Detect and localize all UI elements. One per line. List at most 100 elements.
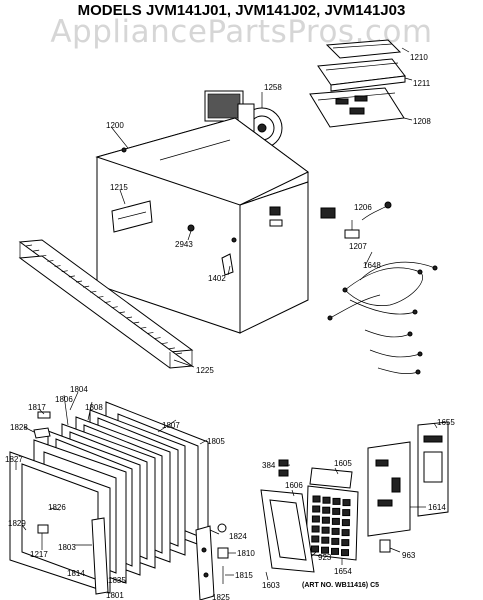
grille-slat xyxy=(111,306,118,309)
grille-slat xyxy=(140,326,147,329)
label-1225[interactable]: 1225 xyxy=(196,366,214,375)
keypad-key xyxy=(311,515,320,523)
grille-slat xyxy=(125,316,133,319)
grille-slat xyxy=(161,342,168,345)
label-2943[interactable]: 2943 xyxy=(175,240,193,249)
grille-slat xyxy=(90,290,97,293)
keypad-key xyxy=(331,547,339,555)
label-1817[interactable]: 1817 xyxy=(28,403,46,412)
label-1815[interactable]: 1815 xyxy=(235,571,253,580)
keypad-key xyxy=(331,537,340,545)
part-1827-door-outer[interactable] xyxy=(9,451,111,594)
part-384-relay[interactable] xyxy=(278,459,289,477)
part-1211-tray[interactable] xyxy=(317,58,406,92)
keypad-key xyxy=(331,527,340,535)
label-1614[interactable]: 1614 xyxy=(428,503,446,512)
label-963[interactable]: 963 xyxy=(402,551,416,560)
part-1648-wire-harness[interactable] xyxy=(327,261,438,375)
label-1215[interactable]: 1215 xyxy=(110,183,128,192)
keypad-key xyxy=(322,506,331,514)
label-1217[interactable]: 1217 xyxy=(30,550,48,559)
part-1654-keypad[interactable] xyxy=(305,485,359,561)
grille-slat xyxy=(118,311,125,314)
part-1828-latch[interactable] xyxy=(33,427,51,439)
part-963-bracket[interactable] xyxy=(379,539,391,553)
label-1829[interactable]: 1829 xyxy=(8,519,26,528)
label-1810[interactable]: 1810 xyxy=(237,549,255,558)
grille-slat xyxy=(40,254,47,257)
art-number: (ART NO. WB11416) C5 xyxy=(302,582,380,589)
grille-slat xyxy=(168,347,175,350)
label-1655[interactable]: 1655 xyxy=(437,418,455,427)
part-1215-bracket[interactable] xyxy=(111,200,153,233)
part-1614-control-board[interactable] xyxy=(367,441,411,537)
grille-slat xyxy=(47,260,54,262)
grille-slat xyxy=(154,337,161,339)
label-1648[interactable]: 1648 xyxy=(363,261,381,270)
label-1835[interactable]: 1835 xyxy=(108,576,126,585)
keypad-key xyxy=(342,499,351,507)
grille-slat xyxy=(175,352,183,355)
label-1258[interactable]: 1258 xyxy=(264,83,282,92)
part-1825-interlock-bracket[interactable] xyxy=(195,525,215,600)
part-1200-cabinet[interactable] xyxy=(95,117,309,334)
keypad-key xyxy=(311,545,319,553)
keypad-key xyxy=(332,507,341,515)
leader-lines xyxy=(15,47,438,581)
label-1211[interactable]: 1211 xyxy=(413,79,431,88)
keypad-key xyxy=(341,549,349,557)
label-1210[interactable]: 1210 xyxy=(410,53,428,62)
label-1825[interactable]: 1825 xyxy=(212,593,230,600)
part-1207-switch[interactable] xyxy=(344,220,360,239)
part-1605-label[interactable] xyxy=(309,467,353,489)
label-1603[interactable]: 1603 xyxy=(262,581,280,590)
label-923[interactable]: 923 xyxy=(318,553,332,562)
part-1208-plate[interactable] xyxy=(309,87,405,128)
label-1805[interactable]: 1805 xyxy=(207,437,225,446)
label-1206[interactable]: 1206 xyxy=(354,203,372,212)
label-1654[interactable]: 1654 xyxy=(334,567,352,576)
grille-slat xyxy=(133,321,140,324)
grille-slat xyxy=(54,265,61,267)
keypad-key xyxy=(341,519,350,527)
keypad-key xyxy=(332,497,341,505)
label-1827[interactable]: 1827 xyxy=(5,455,23,464)
label-1208[interactable]: 1208 xyxy=(413,117,431,126)
grille-slat xyxy=(61,270,68,273)
part-1210-filter[interactable] xyxy=(325,39,402,59)
label-1814[interactable]: 1814 xyxy=(67,569,85,578)
label-1606[interactable]: 1606 xyxy=(285,481,303,490)
label-1808[interactable]: 1808 xyxy=(85,403,103,412)
label-1828[interactable]: 1828 xyxy=(10,423,28,432)
keypad-key xyxy=(331,517,340,525)
part-1824-screw[interactable] xyxy=(217,523,227,533)
part-1206-fuse[interactable] xyxy=(320,201,392,221)
label-384[interactable]: 384 xyxy=(262,461,276,470)
label-1804[interactable]: 1804 xyxy=(70,385,88,394)
part-1217-hinge-lower[interactable] xyxy=(37,524,49,534)
part-1655-display-board[interactable] xyxy=(417,421,449,517)
part-1803-handle[interactable] xyxy=(91,517,109,595)
keypad-key xyxy=(321,536,330,544)
label-1826[interactable]: 1826 xyxy=(48,503,66,512)
label-1803[interactable]: 1803 xyxy=(58,543,76,552)
part-1810-switch[interactable] xyxy=(217,547,229,559)
grille-slat xyxy=(83,285,90,288)
grille-slat xyxy=(97,296,104,298)
part-1603-control-frame[interactable] xyxy=(260,489,315,573)
label-1200[interactable]: 1200 xyxy=(106,121,124,130)
label-1807[interactable]: 1807 xyxy=(162,421,180,430)
label-1801[interactable]: 1801 xyxy=(106,591,124,600)
label-1806[interactable]: 1806 xyxy=(55,395,73,404)
label-1207[interactable]: 1207 xyxy=(349,242,367,251)
keypad-key xyxy=(311,525,320,533)
label-1605[interactable]: 1605 xyxy=(334,459,352,468)
label-1402[interactable]: 1402 xyxy=(208,274,226,283)
keypad-key xyxy=(321,546,329,554)
part-1402-clip[interactable] xyxy=(221,253,234,276)
part-2943-screw[interactable] xyxy=(187,224,195,232)
part-1817-hinge[interactable] xyxy=(37,411,51,419)
label-1824[interactable]: 1824 xyxy=(229,532,247,541)
grille-slat xyxy=(147,332,154,334)
